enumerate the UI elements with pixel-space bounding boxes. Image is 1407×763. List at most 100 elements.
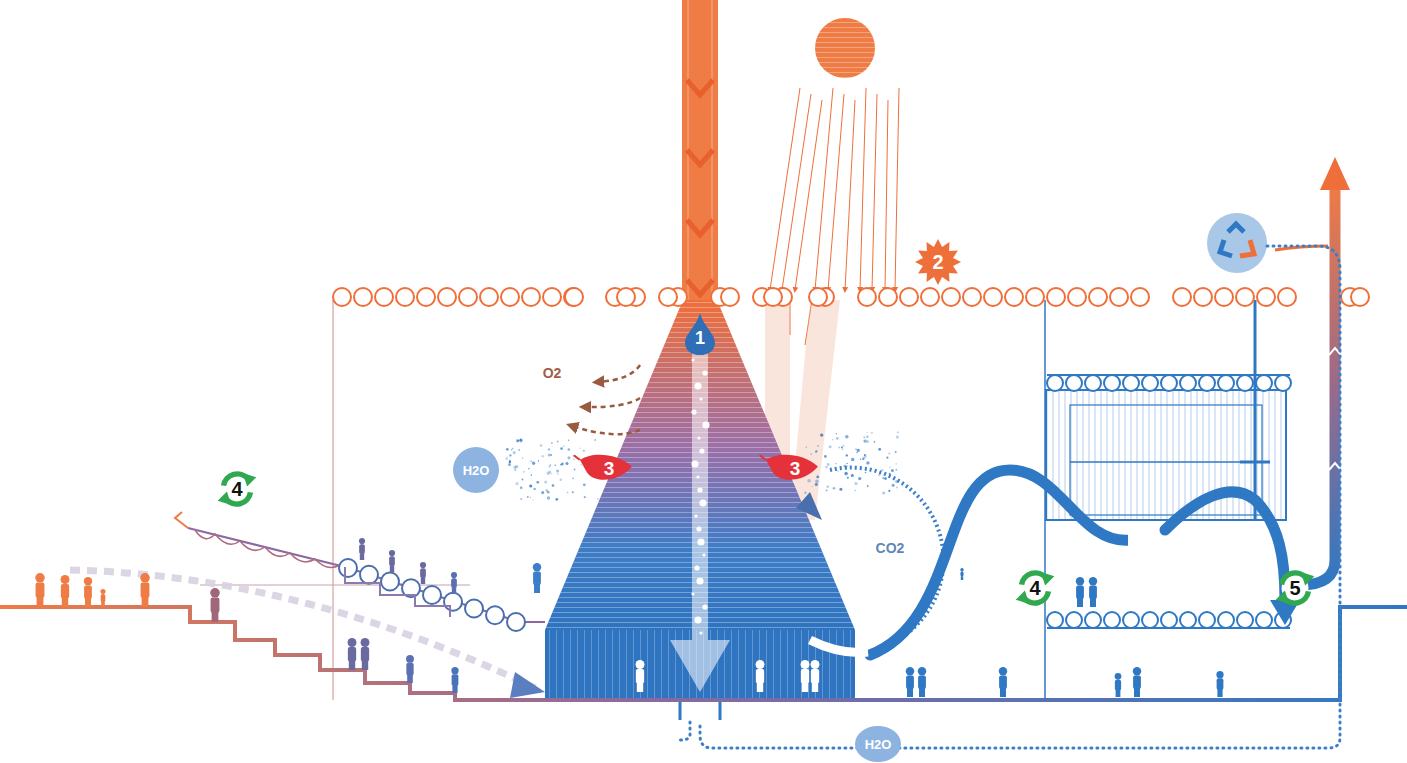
person-body: [348, 647, 356, 661]
person-legs: [919, 688, 925, 697]
leaf-stem: [574, 455, 580, 460]
water-drop: [702, 421, 709, 428]
sun-ray: [885, 100, 888, 290]
mist-dot: [827, 463, 830, 466]
cycle-head: [218, 492, 231, 505]
seat-ring: [465, 600, 483, 618]
roof-ring: [900, 288, 918, 306]
leaf-callout: 3: [766, 452, 818, 484]
mist-dot: [529, 484, 532, 487]
roof-ring: [543, 288, 561, 306]
water-drop: [697, 436, 700, 439]
water-drop: [702, 553, 705, 556]
person-body: [918, 675, 926, 689]
roof-ring: [963, 288, 981, 306]
mist-dot: [815, 480, 818, 483]
seat-ring: [444, 593, 462, 611]
slab-ring: [1123, 375, 1139, 391]
roof-ring: [565, 288, 583, 306]
mist-dot: [815, 450, 817, 452]
person-legs: [452, 587, 456, 594]
callout-number: H2O: [865, 738, 892, 751]
ground-section: [0, 607, 1407, 700]
mist-dot: [897, 432, 898, 433]
mist-dot: [528, 468, 529, 469]
air-flow-start: [810, 640, 868, 653]
roof-ring: [375, 288, 393, 306]
mist-dot: [842, 445, 844, 447]
mist-dot: [863, 439, 866, 442]
seat-ring: [486, 606, 504, 624]
mist-dot: [516, 439, 519, 442]
mist-dot: [551, 473, 552, 474]
mist-dot: [512, 448, 514, 450]
mist-dot: [827, 486, 829, 488]
person-body: [636, 669, 644, 683]
mist-dot: [509, 461, 511, 463]
mist-dot: [544, 481, 547, 484]
mist-dot: [563, 445, 564, 446]
slab-ring: [1066, 375, 1082, 391]
person-head: [61, 575, 70, 584]
water-drop: [691, 592, 694, 595]
mist-dot: [815, 483, 818, 486]
person-legs: [101, 602, 105, 607]
light-beam: [682, 0, 718, 300]
sun-ray: [828, 94, 844, 290]
mist-dot: [896, 463, 897, 464]
slab-ring: [1085, 375, 1101, 391]
seat-ring: [423, 586, 441, 604]
mist-dot: [567, 456, 570, 459]
oxygen-arrows: [572, 365, 640, 434]
drain: [719, 702, 722, 720]
mist-dot: [851, 474, 854, 477]
person-head: [999, 667, 1007, 675]
roof-ring: [1351, 288, 1369, 306]
mist-dot: [516, 482, 519, 485]
roof-ring: [721, 288, 739, 306]
cycle-callout: 4: [1014, 567, 1056, 609]
mist-dot: [833, 487, 836, 490]
leaf-callout: 3: [580, 452, 632, 484]
people-silhouettes: [35, 538, 1223, 697]
mist-dot: [548, 454, 551, 457]
person-head: [811, 660, 820, 669]
mist-particles: [506, 432, 900, 501]
slab-ring: [1199, 375, 1215, 391]
slab-ring: [1047, 375, 1063, 391]
water-drop: [699, 397, 702, 400]
roof-ring: [764, 288, 782, 306]
canopy-cables: [195, 530, 340, 567]
mist-dot: [522, 458, 523, 459]
callout-number: 4: [1029, 578, 1040, 598]
mist-dot: [867, 485, 869, 487]
person-head: [451, 667, 458, 674]
person-legs: [349, 660, 355, 670]
facade-edge: [332, 300, 333, 700]
slab-ring: [1180, 612, 1196, 628]
person-body: [452, 674, 459, 686]
person-legs: [907, 688, 913, 697]
person-legs: [142, 597, 149, 607]
person-body: [1076, 585, 1084, 599]
mist-dot: [817, 445, 819, 447]
cycle-head: [1016, 591, 1029, 604]
person-legs: [1090, 598, 1096, 607]
cycle-head: [1041, 572, 1054, 585]
mist-dot: [874, 441, 876, 443]
mist-dot: [532, 499, 533, 500]
roof-ring: [1236, 288, 1254, 306]
mist-dot: [835, 463, 836, 464]
mist-dot: [851, 458, 854, 461]
mist-dot: [842, 449, 843, 450]
mist-dot: [542, 455, 545, 458]
mist-dot: [519, 439, 522, 442]
mist-dot: [855, 490, 856, 491]
circle-callout: H2O: [855, 726, 901, 762]
cycle-callout: 4: [216, 468, 258, 510]
slab-line: [1047, 627, 1290, 629]
recycle-arrows: [1220, 224, 1254, 256]
roof-ring: [564, 288, 582, 306]
mist-dot: [532, 462, 535, 465]
cycle-head: [243, 473, 256, 486]
